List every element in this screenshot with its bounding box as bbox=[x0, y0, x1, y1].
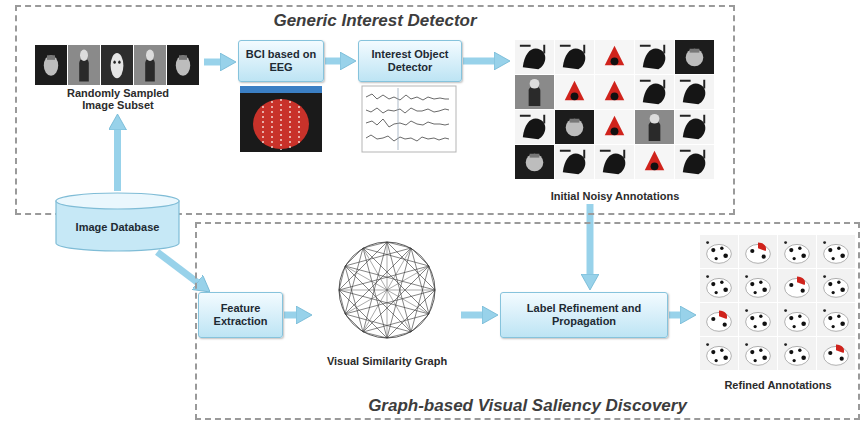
image-strip bbox=[35, 45, 199, 85]
image-group: Randomly Sampled Image Subset bbox=[33, 42, 203, 112]
refined-grid bbox=[700, 235, 738, 268]
region-title: Generic Interest Detector bbox=[17, 11, 733, 31]
annotation-grid bbox=[675, 75, 714, 109]
annotation-grid bbox=[595, 40, 634, 74]
region-box: Graph-based Visual Saliency Discovery Fea… bbox=[195, 222, 860, 420]
image-strip bbox=[134, 45, 166, 85]
annotation-grid bbox=[675, 110, 714, 144]
refined-grid bbox=[739, 337, 777, 370]
flow-arrow bbox=[587, 204, 594, 278]
refined-grid bbox=[700, 337, 738, 370]
annotation-grid bbox=[515, 75, 554, 109]
box-label: BCI based on EEG bbox=[243, 48, 319, 74]
eeg-stimulus-image bbox=[240, 86, 322, 93]
annotation-grid bbox=[595, 75, 634, 109]
refined-grid bbox=[778, 337, 816, 370]
image-caption: Initial Noisy Annotations bbox=[551, 190, 680, 203]
flow-arrow bbox=[114, 126, 121, 191]
eeg-signal-plot bbox=[362, 86, 456, 152]
flow-arrow bbox=[157, 252, 200, 285]
image-group: Refined Annotations bbox=[698, 232, 858, 392]
eeg-signal-plot bbox=[366, 94, 449, 100]
annotation-grid bbox=[555, 145, 594, 179]
annotation-grid bbox=[555, 110, 594, 144]
annotation-grid bbox=[515, 110, 554, 144]
refined-grid bbox=[778, 303, 816, 336]
image-caption: Refined Annotations bbox=[724, 379, 831, 392]
eeg-signal-plot bbox=[366, 135, 449, 141]
eeg-signal-plot bbox=[366, 119, 449, 127]
process-box: BCI based on EEG bbox=[238, 40, 324, 82]
annotation-grid bbox=[595, 145, 634, 179]
similarity-graph bbox=[339, 242, 435, 338]
flow-arrow bbox=[461, 312, 486, 319]
eeg-signal-plot bbox=[362, 86, 456, 152]
eeg-stimulus-image bbox=[253, 99, 309, 149]
box-label: Interest Object Detector bbox=[363, 48, 457, 74]
refined-grid bbox=[700, 235, 855, 370]
annotation-grid bbox=[635, 145, 674, 179]
region-box: Generic Interest DetectorRandomly Sample… bbox=[15, 5, 735, 215]
image-strip bbox=[101, 45, 133, 85]
refined-grid bbox=[778, 269, 816, 302]
image-group: Visual Similarity Graph bbox=[314, 238, 460, 368]
annotation-grid bbox=[675, 145, 714, 179]
box-label: Label Refinement and Propagation bbox=[505, 302, 663, 328]
annotation-grid bbox=[635, 75, 674, 109]
flow-arrow bbox=[463, 58, 498, 65]
flow-arrow bbox=[669, 312, 684, 319]
refined-grid bbox=[817, 269, 855, 302]
box-label: Feature Extraction bbox=[203, 302, 278, 328]
eeg-signal-plot bbox=[398, 88, 399, 150]
process-box: Label Refinement and Propagation bbox=[500, 292, 668, 338]
refined-grid bbox=[700, 269, 738, 302]
annotation-grid bbox=[515, 40, 554, 74]
database-cylinder: Image Database bbox=[55, 192, 180, 252]
cylinder-top bbox=[56, 193, 179, 209]
annotation-grid bbox=[555, 75, 594, 109]
refined-grid bbox=[778, 235, 816, 268]
similarity-graph bbox=[339, 242, 435, 338]
eeg-stimulus-image bbox=[240, 86, 322, 152]
flow-arrow bbox=[284, 312, 300, 319]
eeg-stimulus-image bbox=[263, 99, 299, 150]
refined-grid bbox=[739, 235, 777, 268]
annotation-grid bbox=[635, 110, 674, 144]
similarity-graph bbox=[339, 242, 435, 338]
refined-grid bbox=[739, 303, 777, 336]
annotation-grid bbox=[515, 145, 554, 179]
similarity-graph bbox=[339, 242, 435, 338]
process-box: Feature Extraction bbox=[198, 292, 283, 338]
annotation-grid bbox=[555, 40, 594, 74]
image-strip bbox=[167, 45, 199, 85]
refined-grid bbox=[817, 303, 855, 336]
box-label: Image Database bbox=[76, 221, 160, 234]
image-strip bbox=[68, 45, 100, 85]
flow-arrow bbox=[204, 59, 224, 66]
refined-grid bbox=[739, 269, 777, 302]
similarity-graph bbox=[339, 242, 435, 338]
image-caption: Visual Similarity Graph bbox=[327, 355, 447, 368]
process-box: Interest Object Detector bbox=[358, 40, 462, 82]
refined-grid bbox=[817, 337, 855, 370]
annotation-grid bbox=[595, 110, 634, 144]
image-group: Initial Noisy Annotations bbox=[512, 38, 718, 203]
annotation-grid bbox=[675, 40, 714, 74]
flow-arrow bbox=[325, 58, 344, 65]
annotation-grid bbox=[515, 40, 714, 179]
eeg-signal-plot bbox=[366, 108, 449, 113]
region-title: Graph-based Visual Saliency Discovery bbox=[197, 396, 858, 416]
annotation-grid bbox=[635, 40, 674, 74]
similarity-graph bbox=[339, 242, 435, 338]
image-strip bbox=[35, 45, 67, 85]
image-caption: Randomly Sampled Image Subset bbox=[62, 87, 174, 112]
refined-grid bbox=[817, 235, 855, 268]
eeg-stimulus-image bbox=[240, 86, 322, 152]
refined-grid bbox=[700, 303, 738, 336]
